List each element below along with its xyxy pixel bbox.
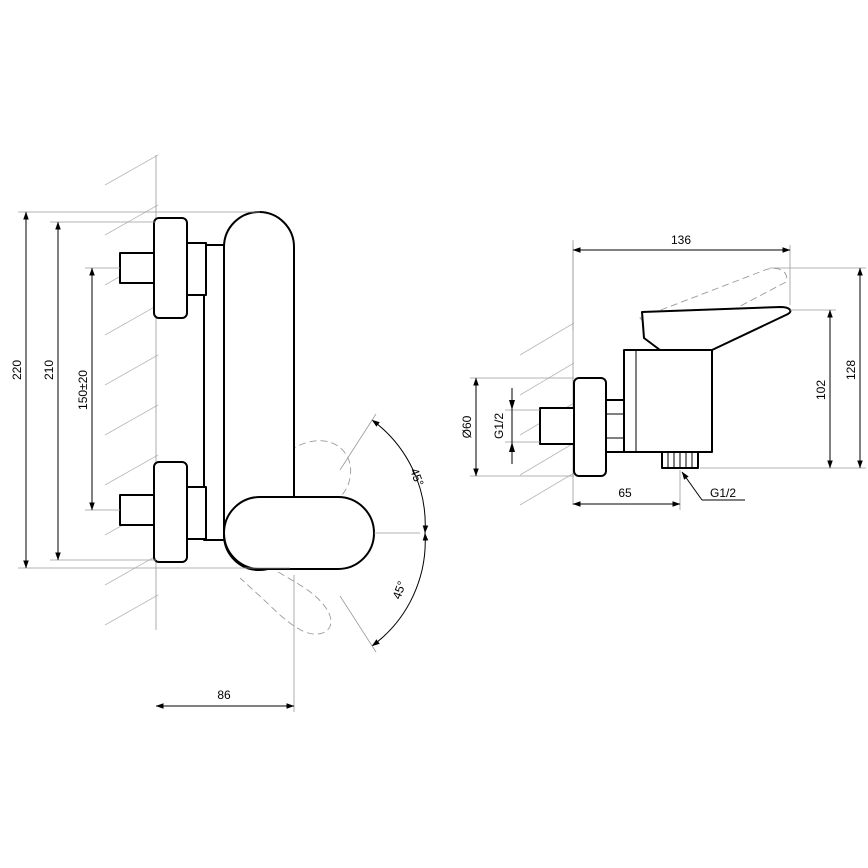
lower-flange bbox=[153, 461, 188, 563]
dim-label-220: 220 bbox=[10, 360, 24, 380]
dim-label-150: 150±20 bbox=[76, 370, 90, 410]
dim-label-128: 128 bbox=[844, 360, 858, 380]
lower-inlet-stub bbox=[119, 494, 155, 526]
dim-label-inlet-thread: G1/2 bbox=[492, 413, 506, 439]
dim-label-102: 102 bbox=[814, 380, 828, 400]
side-flange bbox=[573, 377, 607, 477]
label-outlet-thread: G1/2 bbox=[710, 486, 736, 500]
dim-label-136: 136 bbox=[671, 233, 691, 247]
upper-inlet-stub bbox=[119, 252, 155, 284]
angle-arc-upper bbox=[371, 419, 429, 534]
lower-nut bbox=[185, 486, 207, 540]
mixer-lever bbox=[223, 496, 375, 570]
side-nut bbox=[603, 399, 627, 453]
angle-label-lower: 45° bbox=[390, 579, 409, 601]
angle-label-upper: 45° bbox=[407, 466, 426, 488]
wall-hatching bbox=[104, 154, 159, 630]
dim-label-210: 210 bbox=[42, 360, 56, 380]
lever-ghost-lower bbox=[239, 554, 332, 635]
angle-arc-lower bbox=[371, 532, 429, 647]
wall-hatching-side bbox=[519, 240, 575, 506]
side-inlet-stub bbox=[539, 407, 577, 445]
dim-label-65: 65 bbox=[618, 486, 632, 500]
front-view: 45° 45° 220 210 150±20 86 bbox=[10, 154, 429, 712]
side-lever bbox=[641, 306, 792, 351]
upper-flange bbox=[153, 217, 188, 319]
side-view: 136 128 102 Ø60 G1/2 65 G1/2 bbox=[460, 233, 866, 510]
leader-outlet-thread bbox=[681, 471, 703, 501]
dim-label-d60: Ø60 bbox=[460, 415, 474, 438]
dim-label-86: 86 bbox=[217, 688, 231, 702]
side-body bbox=[623, 349, 713, 453]
vertical-pipe bbox=[203, 244, 227, 541]
upper-nut bbox=[185, 242, 207, 296]
